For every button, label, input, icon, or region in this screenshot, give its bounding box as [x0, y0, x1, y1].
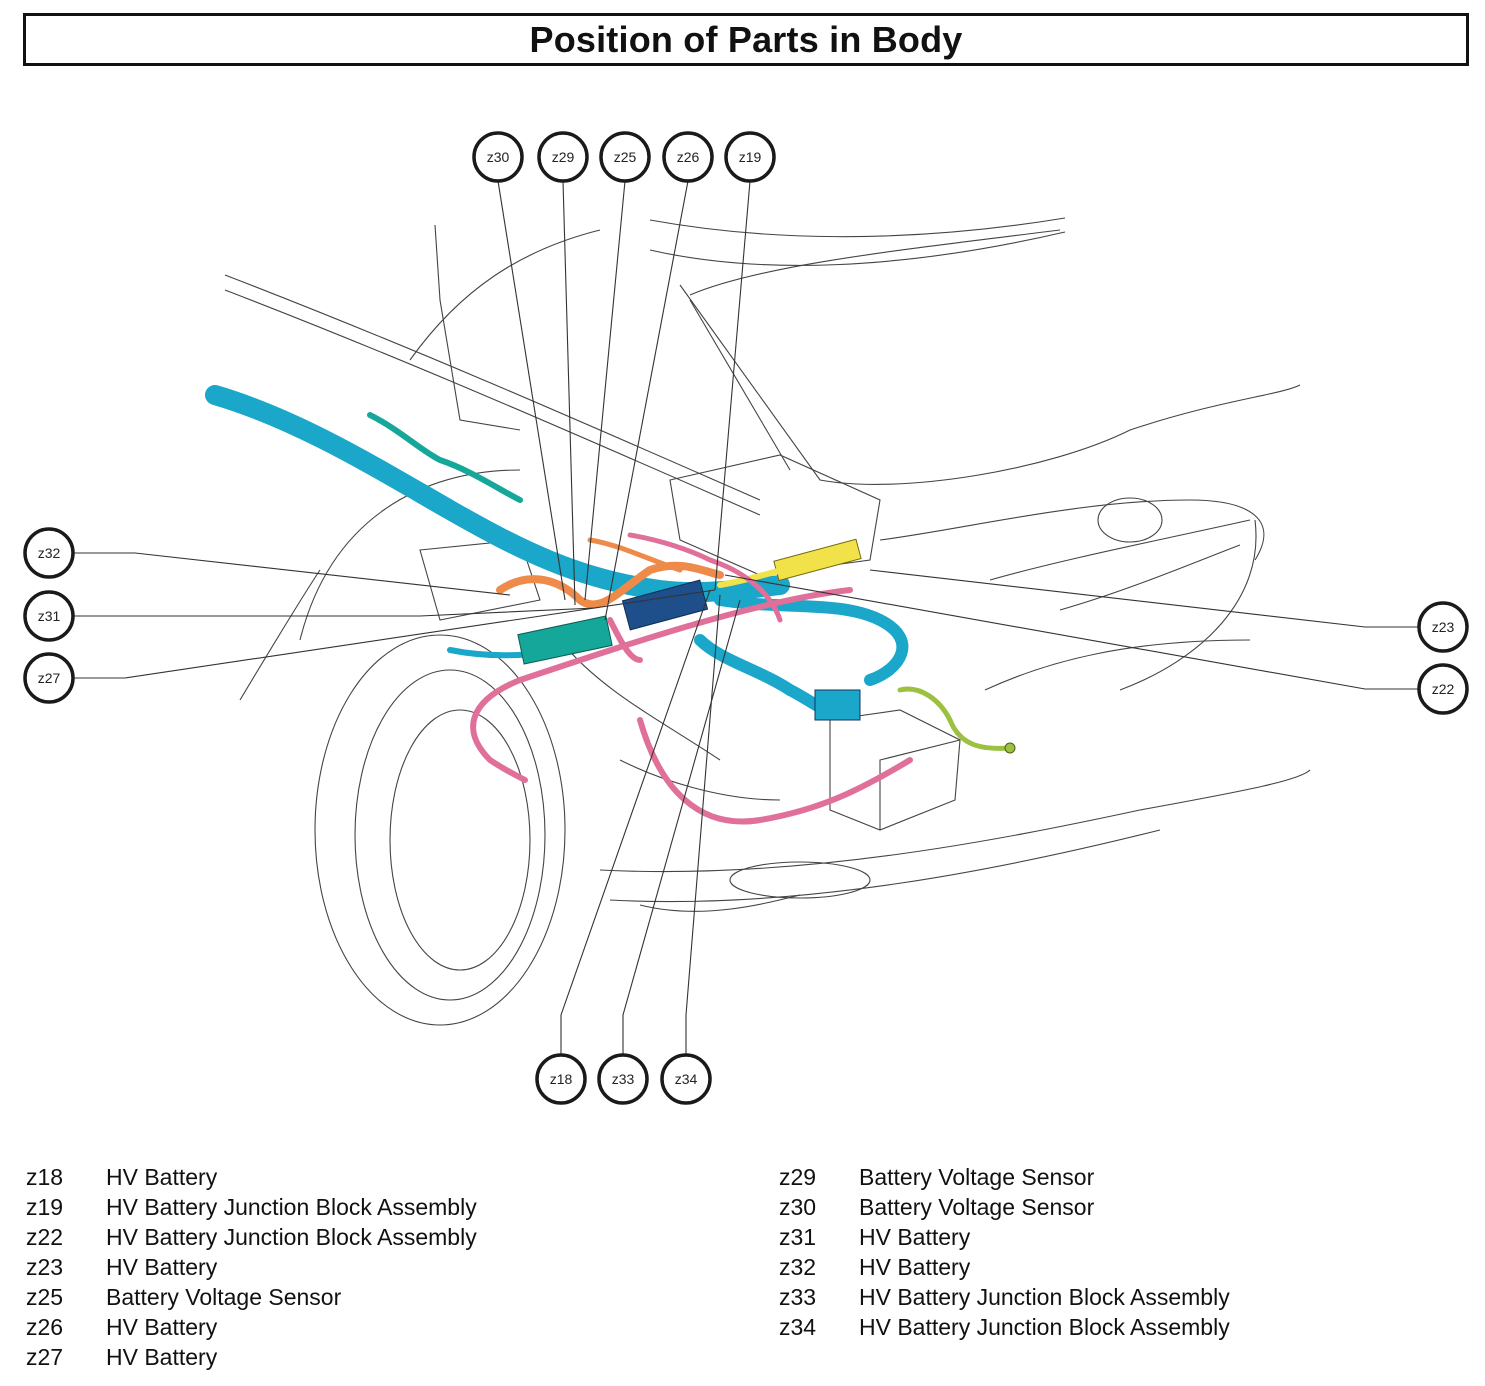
harness-orange-2 — [587, 537, 683, 573]
leader-lines — [72, 180, 1420, 1055]
vehicle-body-outline — [224, 217, 1311, 1026]
svg-text:z19: z19 — [739, 149, 762, 165]
callout-z22: z22 — [1417, 663, 1469, 715]
junction-block-navy — [621, 579, 709, 631]
svg-text:z18: z18 — [550, 1071, 573, 1087]
svg-text:z32: z32 — [38, 545, 61, 561]
harness-green — [897, 686, 1013, 751]
connector-yellow — [773, 538, 862, 582]
svg-text:z34: z34 — [675, 1071, 698, 1087]
connector-blue-block — [814, 689, 861, 721]
callout-z34: z34 — [660, 1053, 712, 1105]
callout-z33: z33 — [597, 1053, 649, 1105]
svg-text:z23: z23 — [1432, 619, 1455, 635]
callout-z31: z31 — [23, 590, 75, 642]
page-title: Position of Parts in Body — [529, 18, 963, 60]
callout-z29: z29 — [537, 131, 589, 183]
svg-text:z22: z22 — [1432, 681, 1455, 697]
callout-z18: z18 — [535, 1053, 587, 1105]
harness-teal-upper — [367, 412, 523, 503]
callout-z32: z32 — [23, 527, 75, 579]
terminal-green — [1004, 742, 1016, 754]
harness-pink-drop — [607, 617, 643, 663]
title-box: Position of Parts in Body — [23, 13, 1469, 66]
callout-z27: z27 — [23, 652, 75, 704]
harness-pink-lower — [637, 717, 913, 825]
svg-text:z31: z31 — [38, 608, 61, 624]
svg-text:z27: z27 — [38, 670, 61, 686]
harness-orange — [496, 561, 724, 609]
harness-pink-long — [470, 587, 853, 783]
callout-z26: z26 — [662, 131, 714, 183]
wire-harness-group — [205, 385, 1016, 825]
svg-text:z25: z25 — [614, 149, 637, 165]
harness-blue-main — [205, 385, 790, 603]
callout-z23: z23 — [1417, 601, 1469, 653]
svg-text:z30: z30 — [487, 149, 510, 165]
junction-block-green — [517, 615, 613, 665]
harness-yellow — [717, 562, 803, 588]
callout-z19: z19 — [724, 131, 776, 183]
svg-text:z29: z29 — [552, 149, 575, 165]
svg-text:z26: z26 — [677, 149, 700, 165]
harness-pink-upper — [627, 532, 783, 623]
harness-blue-branch-2 — [694, 634, 836, 716]
svg-text:z33: z33 — [612, 1071, 635, 1087]
callout-z25: z25 — [599, 131, 651, 183]
callout-z30: z30 — [472, 131, 524, 183]
